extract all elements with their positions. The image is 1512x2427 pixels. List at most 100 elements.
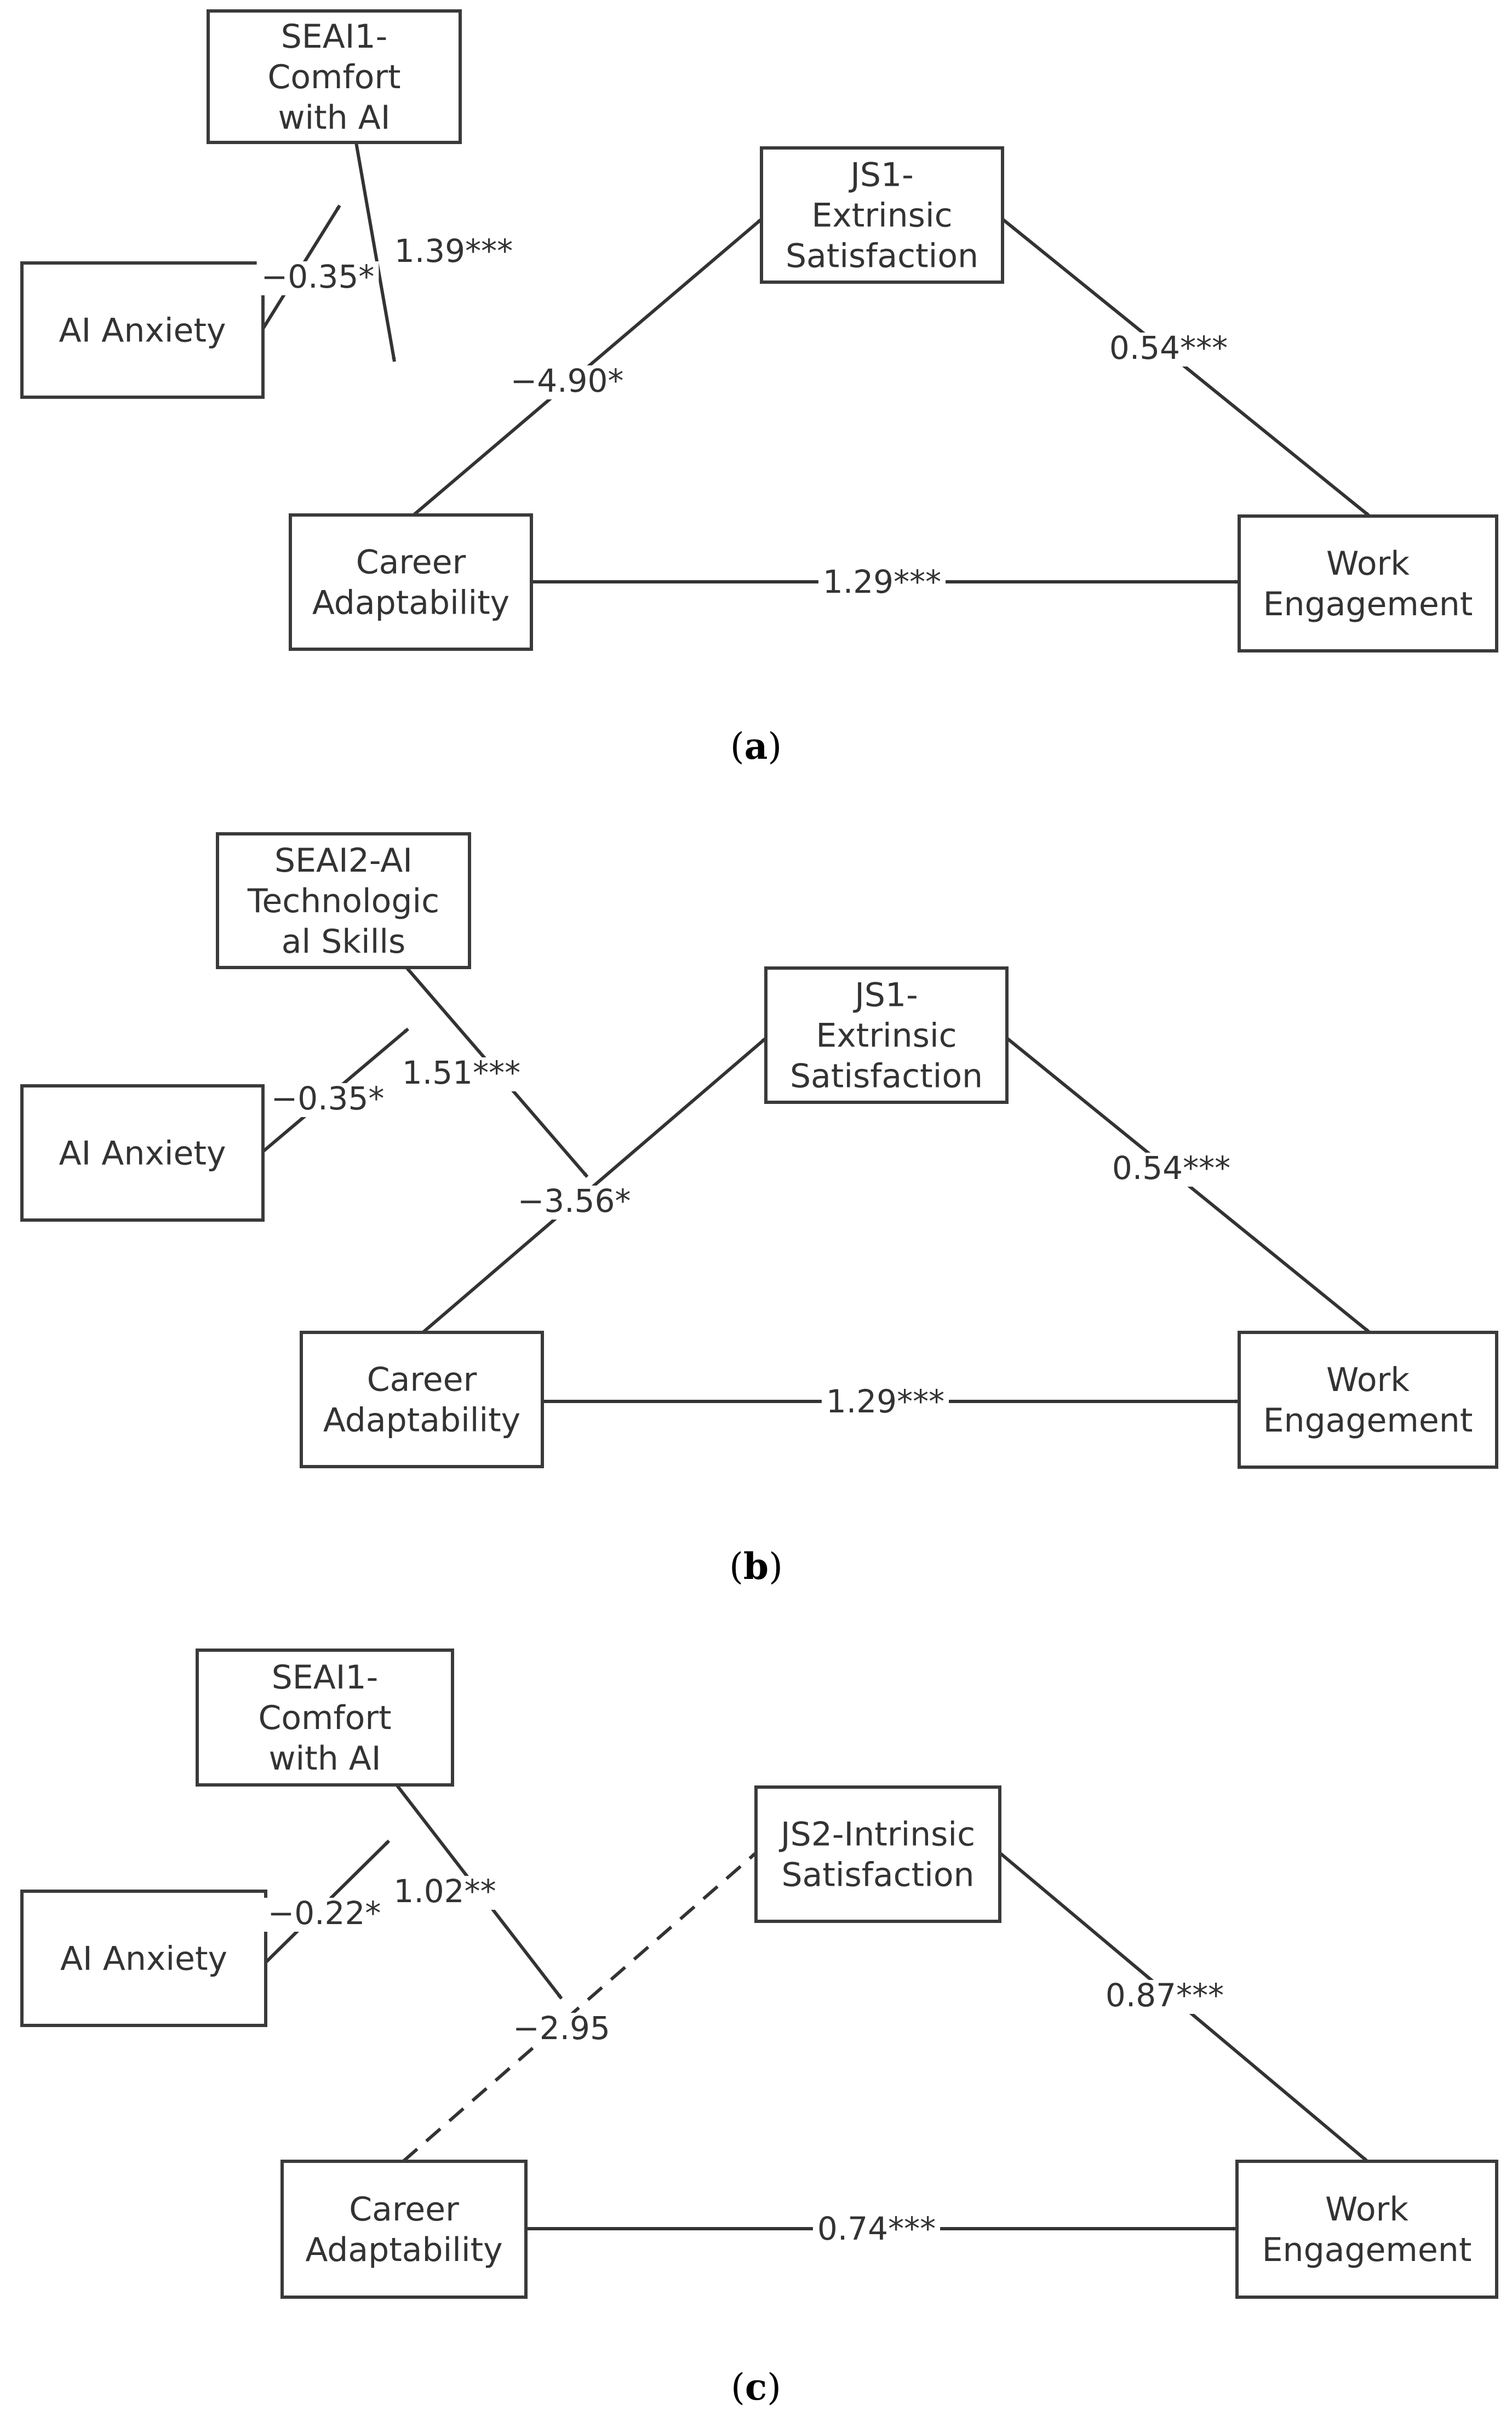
work-engagement-box-label: Engagement [1263,1401,1473,1440]
job-satisfaction-box-frame [754,1785,1001,1923]
career-adaptability-box-frame [280,2160,528,2299]
coefficient-label: −3.56* [518,1182,631,1220]
moderator-box-frame [196,1648,454,1787]
career-adaptability-box-label: Career [367,1361,477,1399]
coefficient-label: 1.29*** [823,563,941,600]
coefficient-label: 0.74*** [817,2210,936,2247]
career-adaptability-box-label: Adaptability [305,2231,502,2269]
coefficient-backing [1104,333,1233,367]
work-engagement-box-frame [1238,514,1498,652]
coefficient-label: 1.51*** [402,1054,520,1091]
coefficient-anxiety-to-moderator: −0.22* [263,1894,386,1932]
moderator-box-label: SEAI1- [281,18,388,56]
coefficient-interaction: −2.95 [508,2010,615,2047]
mediator-to-work-arrow [1001,217,1371,518]
work-engagement-box-frame [1235,2160,1498,2299]
moderator-box-frame [207,9,462,144]
job-satisfaction-box-frame [764,966,1009,1104]
ai-anxiety-box-label: AI Anxiety [59,312,226,350]
work-engagement-box-label: Engagement [1263,585,1473,623]
moderator-box-label: al Skills [282,923,406,961]
coefficient-moderator-to-path: 1.39*** [390,232,518,270]
career-adaptability-box-label: Adaptability [312,584,509,622]
ai-anxiety-box: AI Anxiety [20,1084,265,1222]
job-satisfaction-box-label: JS2-Intrinsic [778,1816,975,1854]
work-engagement-box-label: Work [1326,1361,1410,1399]
coefficient-career-to-work: 1.29*** [821,1383,949,1420]
coefficient-label: 1.29*** [826,1383,944,1420]
panel-label: (b) [729,1545,783,1588]
job-satisfaction-box-label: JS1- [848,156,914,194]
moderator-box-frame [216,832,471,969]
coefficient-moderator-to-path: 1.51*** [397,1054,525,1091]
coefficient-mediator-to-work: 0.87*** [1101,1977,1229,2014]
coefficient-backing [256,261,379,295]
work-engagement-box-label: Engagement [1262,2231,1472,2269]
ai-anxiety-box-frame [20,1890,267,2027]
coefficient-interaction: −4.90* [506,362,628,399]
career-adaptability-box-label: Adaptability [323,1401,520,1440]
job-satisfaction-box-frame [760,146,1004,284]
job-satisfaction-box-label: Satisfaction [781,1856,974,1894]
coefficient-label: −4.90* [511,362,624,399]
panel-letter: a [744,725,768,768]
career-to-mediator-arrow [402,1851,757,2163]
ai-anxiety-box-label: AI Anxiety [59,1135,226,1173]
coefficient-anxiety-to-moderator: −0.35* [256,258,379,295]
job-satisfaction-box-label: JS1- [852,976,918,1015]
coefficient-mediator-to-work: 0.54*** [1107,1149,1235,1187]
coefficient-career-to-work: 1.29*** [818,563,946,600]
moderator-box-label: Comfort [258,1699,391,1737]
ai-anxiety-box: AI Anxiety [20,261,265,399]
moderator-box-label: Comfort [267,58,400,96]
coefficient-label: 1.02** [393,1873,496,1910]
panel-label: (a) [730,725,782,768]
coefficient-backing [266,1083,389,1117]
coefficient-backing [389,1876,501,1910]
job-satisfaction-box-label: Extrinsic [811,197,952,235]
career-adaptability-box-label: Career [356,543,466,582]
coefficient-label: 1.39*** [394,232,513,270]
coefficient-career-to-work: 0.74*** [812,2210,941,2247]
job-satisfaction-box-label: Satisfaction [790,1057,983,1096]
ai-anxiety-box-frame [20,261,265,399]
coefficient-anxiety-to-moderator: −0.35* [266,1080,389,1117]
coefficient-label: −0.35* [271,1080,385,1117]
coefficient-interaction: −3.56* [513,1182,635,1220]
moderator-box-label: Technologic [247,882,439,920]
coefficient-label: 0.87*** [1106,1977,1224,2014]
panel-label: (c) [731,2366,781,2408]
coefficient-backing [513,1186,635,1220]
coefficient-backing [818,566,946,600]
work-engagement-box-frame [1238,1331,1498,1469]
coefficient-backing [263,1898,386,1932]
coefficient-backing [821,1386,949,1420]
moderator-box-label: SEAI2-AI [274,842,413,880]
career-adaptability-box-label: Career [349,2190,459,2229]
coefficient-backing [390,236,518,270]
panel-letter: c [745,2366,767,2408]
work-engagement-box-label: Work [1326,545,1410,583]
moderator-box-label: with AI [268,1739,381,1778]
ai-anxiety-box-label: AI Anxiety [60,1940,227,1978]
coefficient-backing [1107,1153,1235,1187]
moderator-to-path-arrow [354,142,396,362]
coefficient-mediator-to-work: 0.54*** [1104,329,1233,367]
job-satisfaction-box-label: Extrinsic [816,1017,957,1055]
coefficient-label: 0.54*** [1109,329,1228,367]
coefficient-backing [397,1057,525,1091]
coefficient-moderator-to-path: 1.02** [389,1873,501,1910]
job-satisfaction-box-label: Satisfaction [786,237,978,276]
panel-letter: b [743,1545,769,1588]
